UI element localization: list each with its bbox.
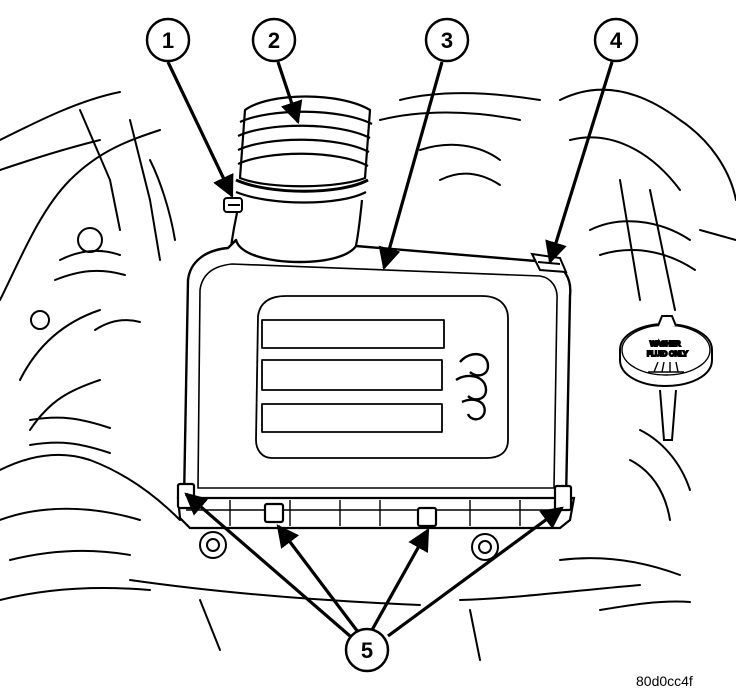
leader-3 [378, 61, 444, 271]
callout-3: 3 [424, 17, 470, 63]
reservoir-label-line1: WASHER [650, 341, 680, 348]
ram-logo [455, 353, 490, 421]
callout-3-number: 3 [441, 28, 453, 53]
washer-fluid-cap: WASHER FLUID ONLY [619, 315, 713, 441]
leader-5c [370, 528, 430, 631]
retaining-clip [553, 484, 573, 512]
callout-4: 4 [593, 17, 639, 63]
intake-duct [228, 95, 373, 256]
air-cleaner-housing [176, 482, 576, 530]
leader-5d [387, 506, 564, 638]
reservoir-label-line2: FLUID ONLY [647, 351, 688, 358]
callout-2-number: 2 [268, 28, 280, 53]
figure-code: 80d0cc4f [636, 673, 693, 689]
air-cleaner-cover [182, 238, 572, 502]
washer-symbol-icon [648, 361, 684, 373]
callout-1: 1 [145, 17, 191, 63]
leader-5a [184, 492, 352, 638]
retaining-clip [263, 502, 285, 524]
callout-leaders [166, 61, 614, 638]
leader-1 [166, 61, 234, 199]
housing-ribs [229, 500, 521, 526]
leader-4 [545, 61, 614, 265]
callout-2: 2 [251, 17, 297, 63]
leader-2 [276, 61, 303, 125]
callout-1-number: 1 [162, 28, 174, 53]
duct-clamp [223, 197, 243, 213]
callout-4-number: 4 [610, 28, 623, 53]
callout-5-number: 5 [361, 638, 373, 663]
callout-5: 5 [344, 627, 390, 673]
retaining-clip [416, 506, 438, 528]
leader-5b [276, 524, 360, 633]
engine-bay-background [0, 88, 736, 661]
